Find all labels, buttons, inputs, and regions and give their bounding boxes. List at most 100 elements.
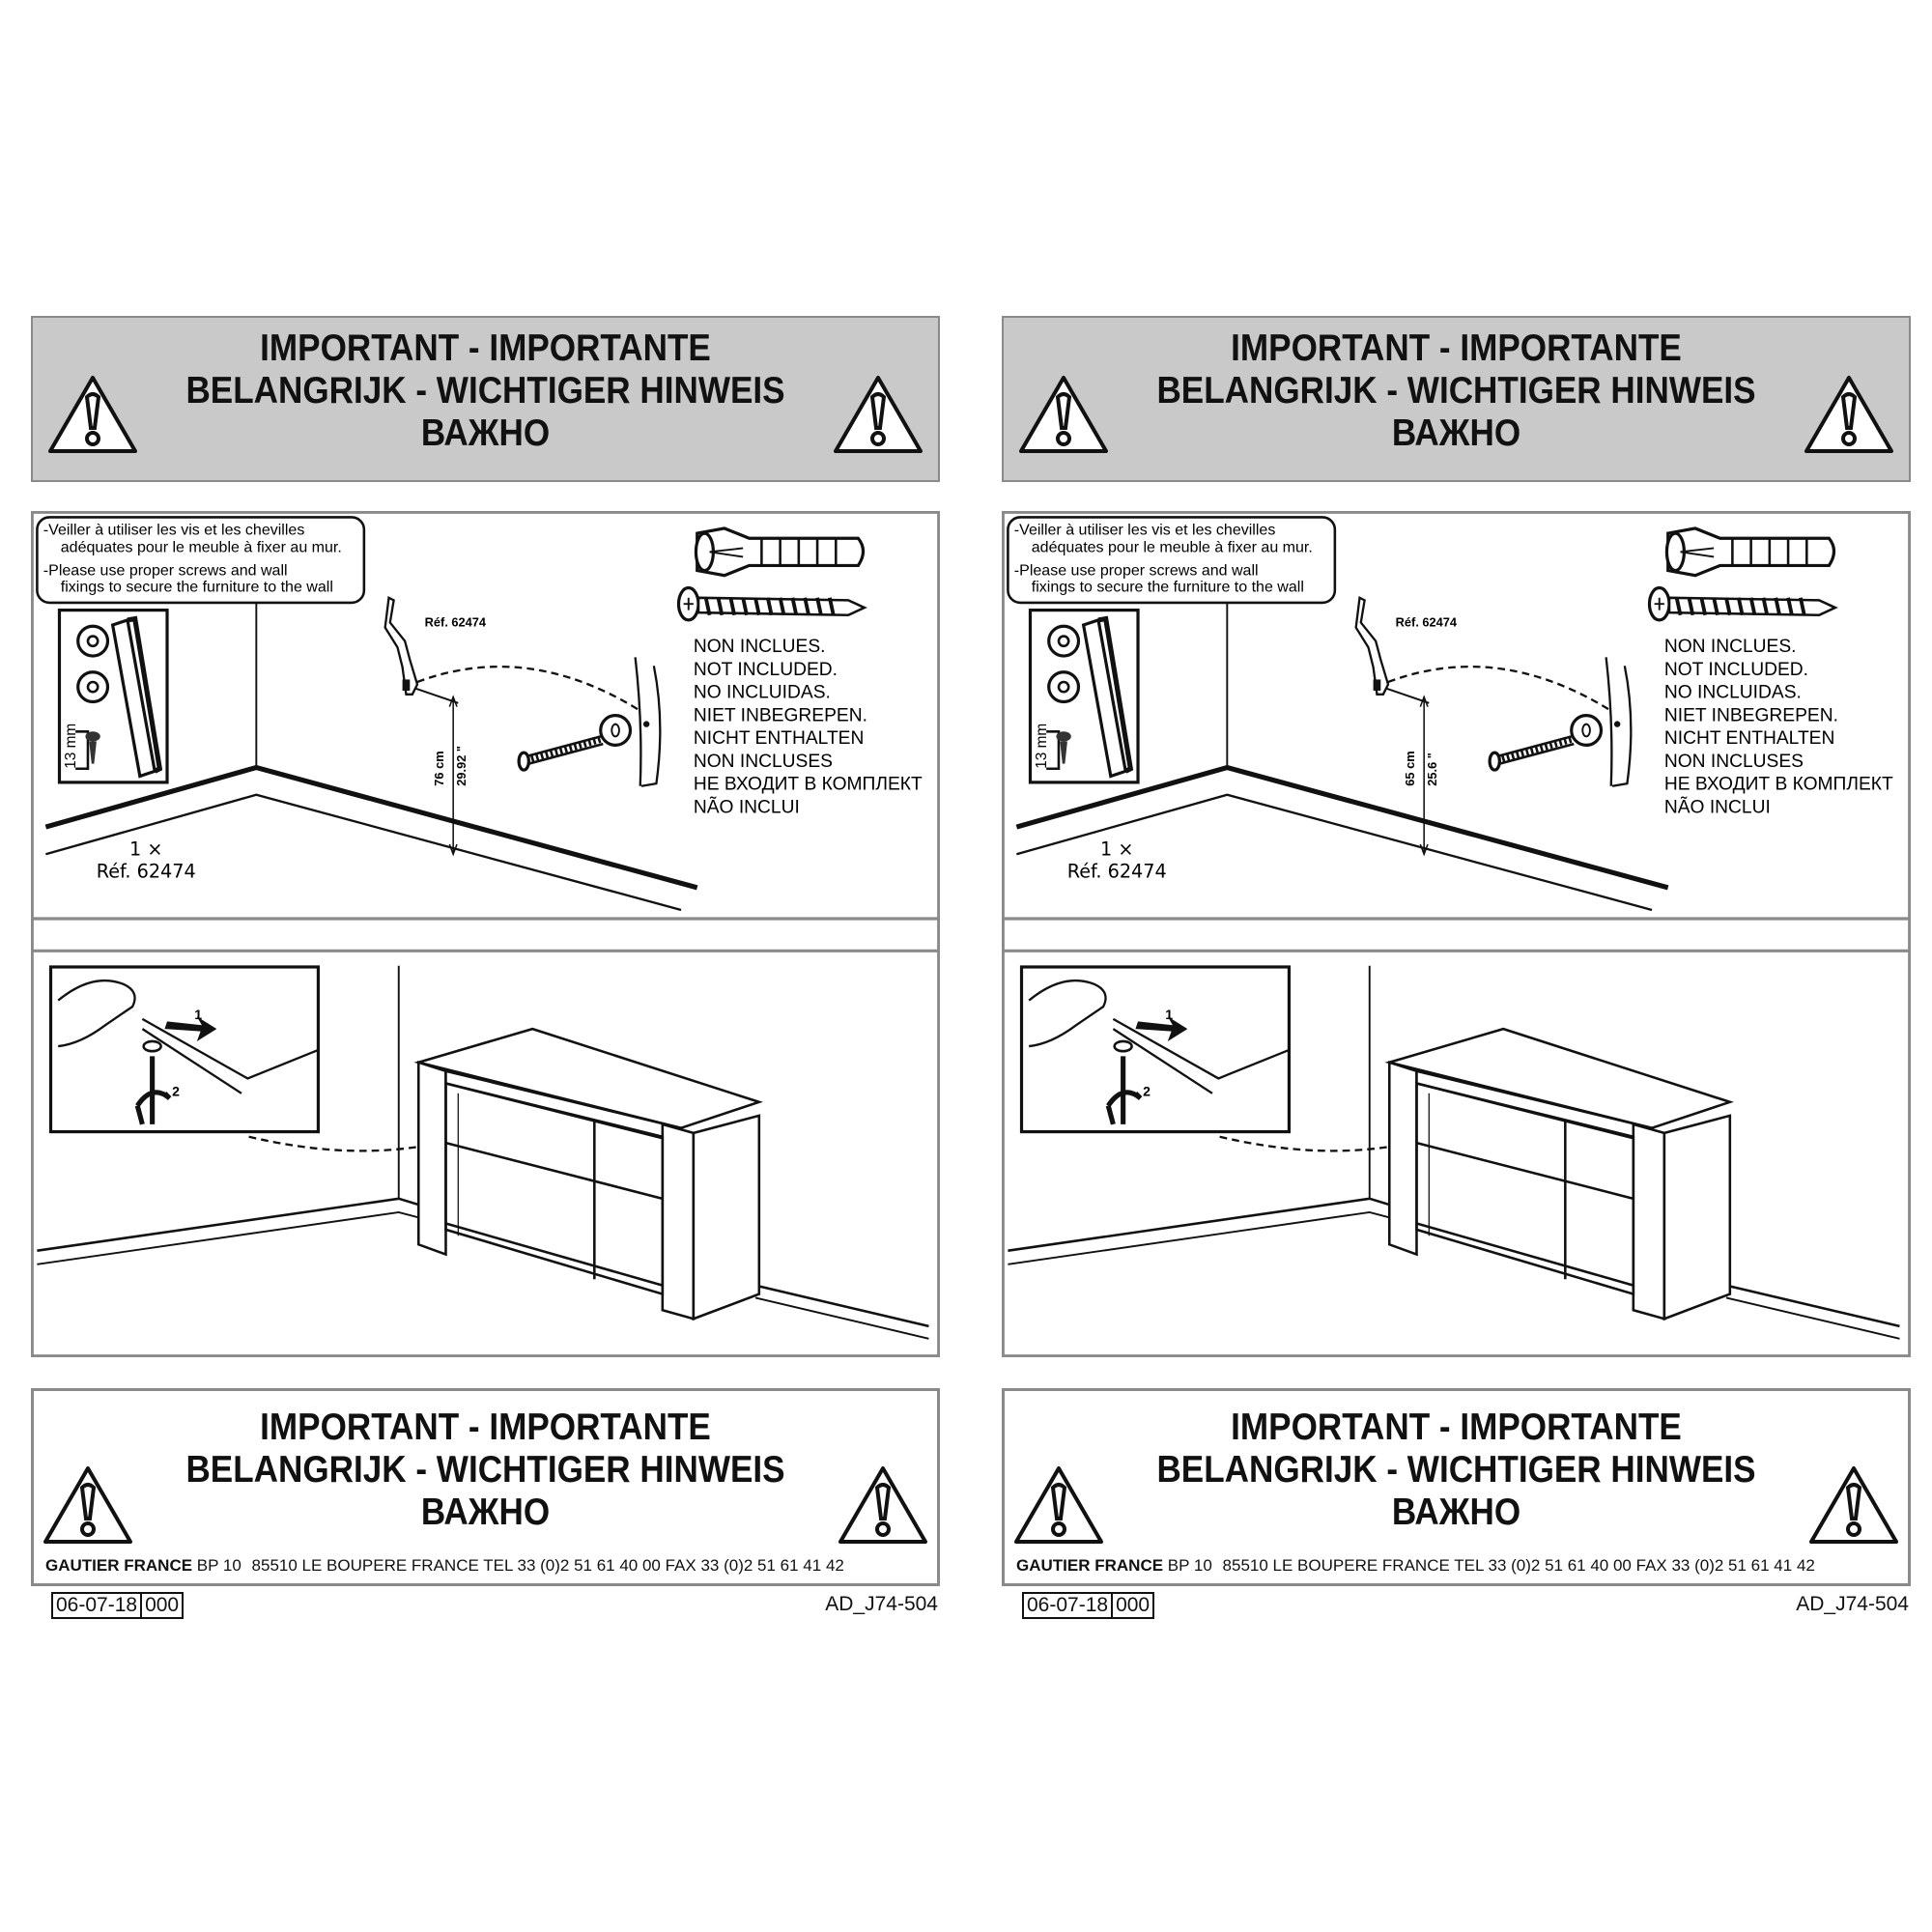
header-line-1: IMPORTANT - IMPORTANTE bbox=[1231, 327, 1682, 369]
step-1-label: 1 bbox=[194, 1007, 202, 1022]
step-2-label: 2 bbox=[1143, 1083, 1151, 1098]
quantity: 1 × bbox=[1100, 838, 1133, 861]
company-contact: 85510 LE BOUPERE FRANCE TEL 33 (0)2 51 6… bbox=[1222, 1556, 1815, 1575]
not-included-nl: NIET INBEGREPEN. bbox=[1664, 705, 1838, 725]
instruction-sheet-1: IMPORTANT - IMPORTANTE BELANGRIJK - WICH… bbox=[31, 0, 940, 1642]
warning-triangle-icon bbox=[1807, 1464, 1900, 1546]
footer-line-2: BELANGRIJK - WICHTIGER HINWEIS bbox=[185, 1449, 785, 1491]
wood-screw-icon bbox=[1647, 585, 1838, 622]
bracket-detail: 13 mm bbox=[57, 609, 169, 784]
date-box: 06-07-18 000 bbox=[51, 1592, 185, 1619]
step-1-label: 1 bbox=[1165, 1007, 1173, 1022]
document-date: 06-07-18 bbox=[56, 1594, 138, 1616]
cabinet-illustration bbox=[413, 1027, 763, 1321]
bracket-ref: Réf. 62474 bbox=[1396, 614, 1458, 629]
hook-size-label: 13 mm bbox=[63, 724, 79, 769]
warning-triangle-icon bbox=[1803, 374, 1895, 455]
note-en-2: fixings to secure the furniture to the w… bbox=[1032, 578, 1304, 595]
attachment-detail: 1 2 bbox=[1019, 965, 1292, 1134]
warning-triangle-icon bbox=[837, 1464, 929, 1546]
fixing-note: -Veiller à utiliser les vis et les chevi… bbox=[1007, 516, 1337, 605]
not-included-fr: NON INCLUES. bbox=[1664, 637, 1797, 657]
not-included-en: NOT INCLUDED. bbox=[1664, 660, 1808, 680]
document-revision: 000 bbox=[1111, 1594, 1152, 1617]
important-header: IMPORTANT - IMPORTANTE BELANGRIJK - WICH… bbox=[31, 316, 940, 482]
not-included-list: NON INCLUES. NOT INCLUDED. NO INCLUIDAS.… bbox=[1664, 637, 1893, 817]
height-in: 29.92 " bbox=[454, 746, 469, 786]
not-included-ru: НЕ ВХОДИТ В КОМПЛЕКТ bbox=[694, 775, 923, 795]
header-line-1: IMPORTANT - IMPORTANTE bbox=[260, 327, 711, 369]
warning-triangle-icon bbox=[46, 374, 139, 455]
header-line-3: ВАЖНО bbox=[1391, 412, 1521, 454]
wood-screw-icon bbox=[676, 585, 867, 622]
not-included-it: NON INCLUSES bbox=[694, 752, 833, 772]
company-bp: BP 10 bbox=[196, 1556, 242, 1575]
hook-size-label: 13 mm bbox=[1034, 724, 1050, 769]
height-cm: 76 cm bbox=[432, 751, 446, 785]
not-included-es: NO INCLUIDAS. bbox=[694, 683, 831, 703]
header-line-2: BELANGRIJK - WICHTIGER HINWEIS bbox=[185, 370, 785, 412]
company-address: GAUTIER FRANCE BP 10 85510 LE BOUPERE FR… bbox=[1016, 1556, 1900, 1576]
fixing-note: -Veiller à utiliser les vis et les chevi… bbox=[36, 516, 366, 605]
footer-line-1: IMPORTANT - IMPORTANTE bbox=[260, 1406, 711, 1448]
document-meta: 06-07-18 000 AD_J74-504 bbox=[1002, 1592, 1911, 1619]
quantity-ref: Réf. 62474 bbox=[97, 861, 196, 883]
not-included-de: NICHT ENTHALTEN bbox=[694, 728, 865, 749]
note-en-1: -Please use proper screws and wall bbox=[43, 562, 288, 580]
header-line-3: ВАЖНО bbox=[420, 412, 551, 454]
company-address: GAUTIER FRANCE BP 10 85510 LE BOUPERE FR… bbox=[45, 1556, 929, 1576]
company-bp: BP 10 bbox=[1167, 1556, 1212, 1575]
dashed-arrow bbox=[416, 665, 639, 711]
not-included-fr: NON INCLUES. bbox=[694, 637, 826, 657]
document-code: AD_J74-504 bbox=[825, 1593, 938, 1615]
document-code: AD_J74-504 bbox=[1796, 1593, 1909, 1615]
dashed-arrow bbox=[1387, 665, 1609, 711]
instruction-sheet-2: IMPORTANT - IMPORTANTE BELANGRIJK - WICH… bbox=[1002, 0, 1911, 1642]
warning-triangle-icon bbox=[1017, 374, 1110, 455]
note-fr-2: adéquates pour le meuble à fixer au mur. bbox=[61, 538, 342, 555]
height-cm: 65 cm bbox=[1403, 751, 1417, 785]
company-name: GAUTIER FRANCE bbox=[1016, 1556, 1164, 1575]
company-contact: 85510 LE BOUPERE FRANCE TEL 33 (0)2 51 6… bbox=[251, 1556, 844, 1575]
not-included-it: NON INCLUSES bbox=[1664, 752, 1804, 772]
document-date: 06-07-18 bbox=[1027, 1594, 1109, 1616]
attachment-detail: 1 2 bbox=[48, 965, 321, 1134]
wall-plug-icon bbox=[1664, 526, 1836, 578]
date-box: 06-07-18 000 bbox=[1022, 1592, 1155, 1619]
not-included-nl: NIET INBEGREPEN. bbox=[694, 705, 867, 725]
note-en-1: -Please use proper screws and wall bbox=[1014, 562, 1259, 580]
step-2-label: 2 bbox=[172, 1083, 180, 1098]
footer-line-3: ВАЖНО bbox=[1391, 1492, 1521, 1533]
warning-triangle-icon bbox=[1012, 1464, 1105, 1546]
bracket-icon bbox=[1354, 596, 1390, 696]
footer-line-1: IMPORTANT - IMPORTANTE bbox=[1231, 1406, 1682, 1448]
important-footer: IMPORTANT - IMPORTANTE BELANGRIJK - WICH… bbox=[1002, 1388, 1911, 1586]
wall-fixing-diagram: -Veiller à utiliser les vis et les chevi… bbox=[1002, 511, 1911, 1357]
not-included-de: NICHT ENTHALTEN bbox=[1664, 728, 1835, 749]
note-en-2: fixings to secure the furniture to the w… bbox=[61, 578, 333, 595]
header-line-2: BELANGRIJK - WICHTIGER HINWEIS bbox=[1156, 370, 1756, 412]
footer-line-3: ВАЖНО bbox=[420, 1492, 551, 1533]
bracket-ref: Réf. 62474 bbox=[425, 614, 487, 629]
wall-plug-icon bbox=[694, 526, 866, 578]
warning-triangle-icon bbox=[832, 374, 924, 455]
important-header: IMPORTANT - IMPORTANTE BELANGRIJK - WICH… bbox=[1002, 316, 1911, 482]
note-fr-1: -Veiller à utiliser les vis et les chevi… bbox=[43, 521, 305, 538]
not-included-pt: NÃO INCLUI bbox=[694, 796, 800, 817]
document-revision: 000 bbox=[140, 1594, 182, 1617]
not-included-list: NON INCLUES. NOT INCLUDED. NO INCLUIDAS.… bbox=[694, 637, 923, 817]
warning-triangle-icon bbox=[42, 1464, 134, 1546]
not-included-pt: NÃO INCLUI bbox=[1664, 796, 1771, 817]
height-in: 25.6 " bbox=[1425, 753, 1439, 786]
not-included-en: NOT INCLUDED. bbox=[694, 660, 838, 680]
company-name: GAUTIER FRANCE bbox=[45, 1556, 193, 1575]
footer-line-2: BELANGRIJK - WICHTIGER HINWEIS bbox=[1156, 1449, 1756, 1491]
wall-fixing-diagram: -Veiller à utiliser les vis et les chevi… bbox=[31, 511, 940, 1357]
note-fr-2: adéquates pour le meuble à fixer au mur. bbox=[1032, 538, 1313, 555]
note-fr-1: -Veiller à utiliser les vis et les chevi… bbox=[1014, 521, 1276, 538]
quantity-ref: Réf. 62474 bbox=[1067, 861, 1167, 883]
bracket-icon bbox=[384, 596, 419, 696]
not-included-ru: НЕ ВХОДИТ В КОМПЛЕКТ bbox=[1664, 775, 1893, 795]
not-included-es: NO INCLUIDAS. bbox=[1664, 683, 1802, 703]
bracket-detail: 13 mm bbox=[1028, 609, 1140, 784]
